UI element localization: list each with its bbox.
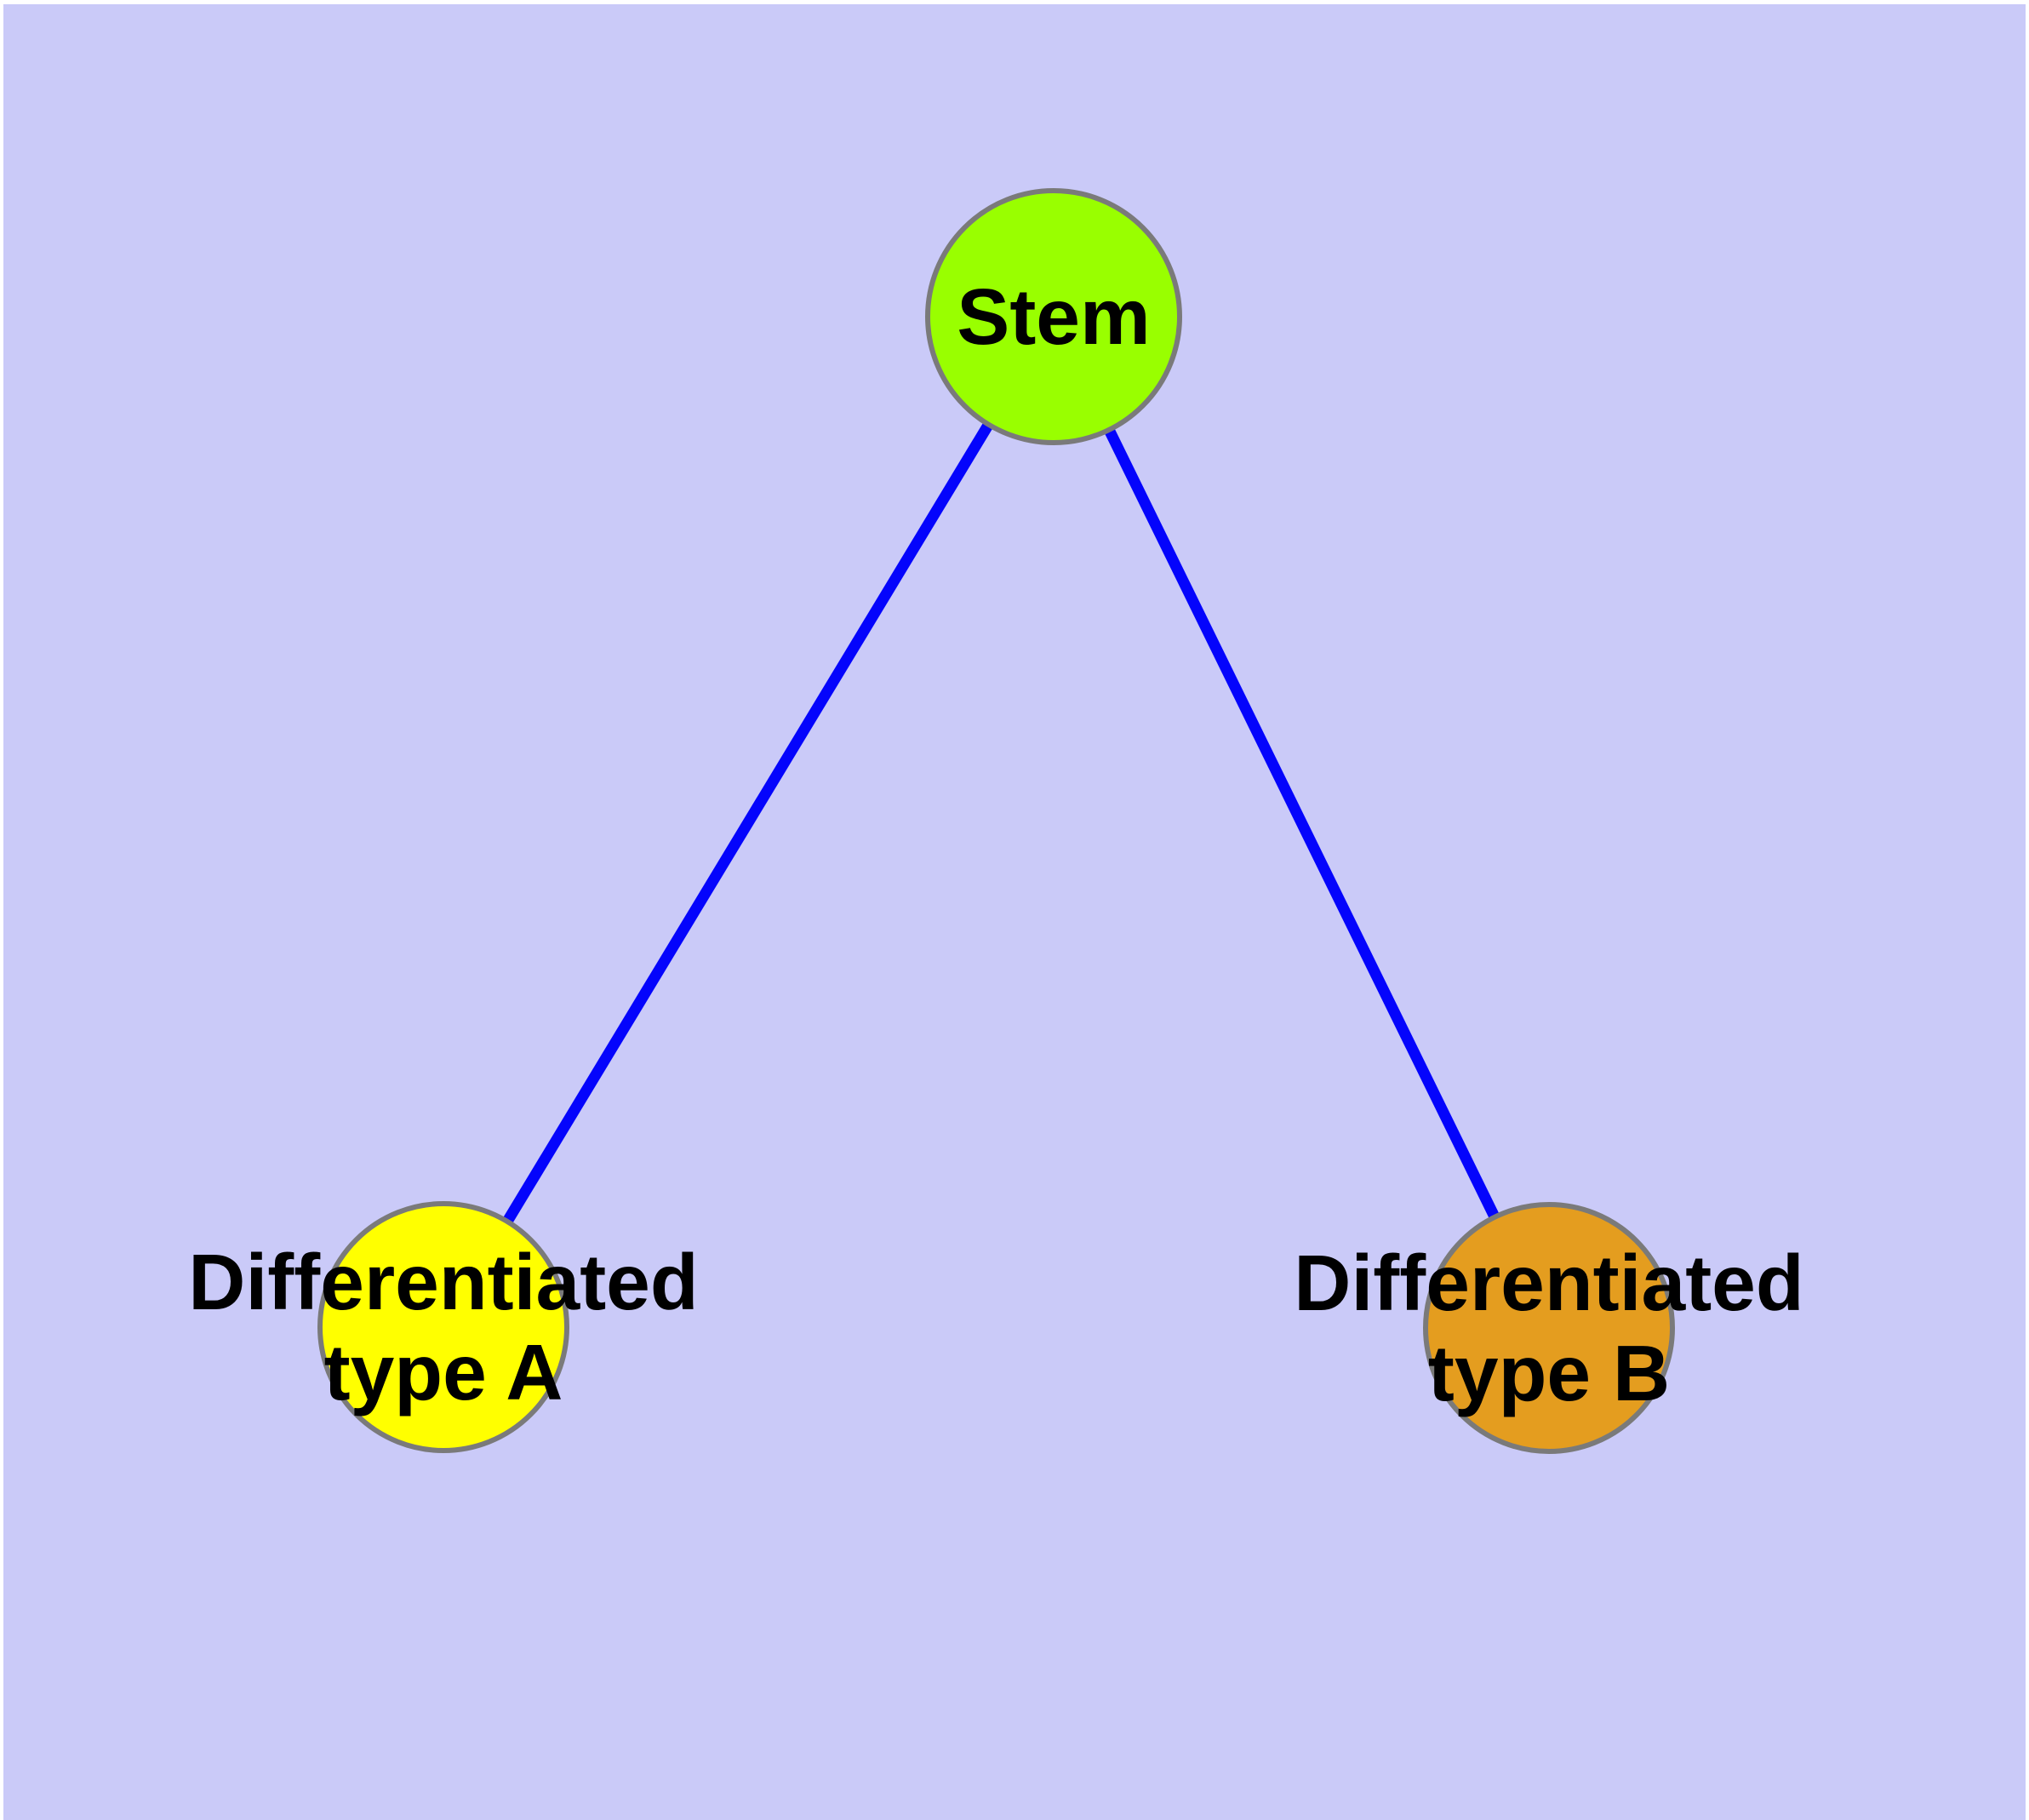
node-differentiated-type-b-circle [1423, 1202, 1675, 1454]
node-stem-label: Stem [957, 272, 1150, 362]
edge-stem-to-type-b [1049, 314, 1554, 1331]
label-line: type A [323, 1328, 563, 1417]
label-line: Stem [957, 272, 1151, 361]
node-stem-circle [925, 188, 1182, 445]
label-line: Differentiated [188, 1238, 699, 1326]
node-differentiated-type-b-label: Differentiated type B [1294, 1238, 1803, 1418]
node-differentiated-type-a-circle [317, 1201, 569, 1453]
edge-stem-to-type-a [438, 313, 1059, 1331]
label-line: Differentiated [1294, 1239, 1804, 1327]
label-line: type B [1427, 1329, 1671, 1417]
node-differentiated-type-a-label: Differentiated type A [188, 1237, 698, 1417]
